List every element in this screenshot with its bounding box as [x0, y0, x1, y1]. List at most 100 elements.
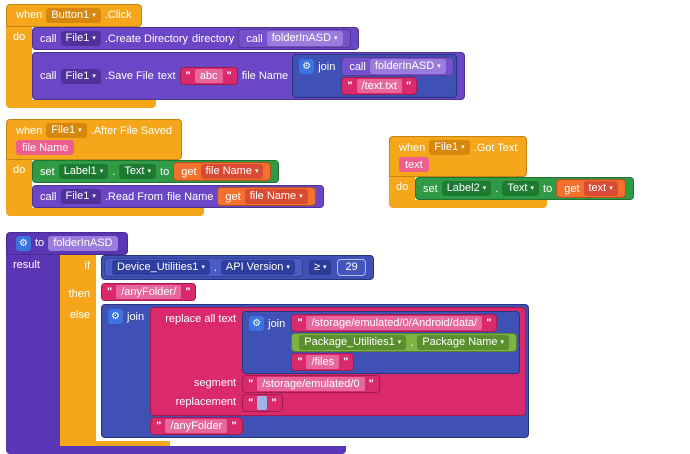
- when-label: when: [16, 124, 43, 137]
- component-dropdown[interactable]: Package_Utilities1: [299, 335, 407, 350]
- component-dropdown[interactable]: Button1: [46, 8, 101, 23]
- join-sockets: call folderInASD /text.txt: [341, 57, 454, 95]
- event-header[interactable]: when File1 .After File Saved file Name: [6, 119, 182, 160]
- do-label: do: [13, 31, 26, 43]
- property-dropdown[interactable]: Text: [502, 181, 540, 196]
- component-dropdown[interactable]: File1: [60, 31, 101, 46]
- text-block[interactable]: [242, 394, 283, 412]
- replace-all-text-block[interactable]: replace all text ⚙ join /st: [150, 307, 527, 416]
- number-block[interactable]: 29: [337, 259, 366, 276]
- get-variable-block[interactable]: get text: [556, 179, 626, 198]
- call-save-file-block[interactable]: call File1 .Save File text abc file Name…: [32, 52, 465, 100]
- set-label2-text-block[interactable]: set Label2 . Text to get text: [415, 177, 634, 200]
- call-read-from-block[interactable]: call File1 .Read From file Name get file…: [32, 185, 324, 208]
- when-label: when: [399, 141, 426, 154]
- text-field[interactable]: /storage/emulated/0: [257, 377, 365, 391]
- text-field[interactable]: /files: [306, 355, 340, 369]
- component-dropdown[interactable]: Label2: [441, 181, 492, 196]
- event-name-label: .After File Saved: [90, 124, 172, 137]
- procedure-header[interactable]: ⚙ to folderInASD: [6, 232, 128, 255]
- text-block[interactable]: /storage/emulated/0: [242, 375, 380, 393]
- to-label: to: [543, 182, 553, 195]
- get-variable-block[interactable]: get file Name: [173, 162, 272, 181]
- text-block[interactable]: /storage/emulated/0/Android/data/: [291, 314, 498, 332]
- component-dropdown[interactable]: Device_Utilities1: [112, 260, 210, 275]
- device-api-version-block[interactable]: Device_Utilities1 . API Version: [104, 258, 303, 277]
- get-variable-block[interactable]: get file Name: [217, 187, 316, 206]
- join-label: join: [268, 317, 286, 330]
- text-block[interactable]: /text.txt: [341, 77, 418, 95]
- text-block[interactable]: /files: [291, 353, 355, 371]
- package-name-property-block[interactable]: Package_Utilities1 . Package Name: [291, 333, 518, 352]
- dot-label: .: [112, 165, 116, 178]
- text-field[interactable]: [257, 396, 268, 410]
- mutator-gear-icon[interactable]: ⚙: [16, 236, 31, 251]
- procedure-name-field[interactable]: folderInASD: [48, 236, 118, 251]
- join-sockets: /storage/emulated/0/Android/data/ Packag…: [291, 314, 518, 371]
- event-param-chip[interactable]: file Name: [16, 140, 75, 155]
- event-header[interactable]: when File1 .Got Text text: [389, 136, 528, 177]
- join-block[interactable]: ⚙ join call folderInASD /text.txt: [292, 54, 457, 98]
- text-field[interactable]: abc: [194, 69, 223, 83]
- procedure-dropdown[interactable]: folderInASD: [369, 59, 446, 74]
- variable-dropdown[interactable]: file Name: [244, 189, 308, 204]
- call-folderinasd-block[interactable]: call folderInASD: [341, 57, 454, 76]
- call-label: call: [40, 32, 57, 45]
- if-label: if: [84, 260, 91, 272]
- event-param-chip[interactable]: text: [399, 157, 429, 172]
- block-foot: [6, 100, 156, 108]
- text-block[interactable]: abc: [179, 67, 238, 85]
- result-spine: result: [6, 255, 60, 446]
- call-folderinasd-block[interactable]: call folderInASD: [238, 29, 351, 48]
- do-label: do: [396, 181, 409, 193]
- text-field[interactable]: /text.txt: [356, 79, 402, 93]
- join-label-area: ⚙ join: [104, 307, 148, 326]
- comparison-block[interactable]: Device_Utilities1 . API Version ≥ 29: [101, 255, 374, 280]
- when-label: when: [16, 9, 43, 21]
- property-dropdown[interactable]: API Version: [220, 260, 295, 275]
- text-field[interactable]: /anyFolder/: [116, 285, 182, 299]
- join-label: join: [127, 310, 145, 323]
- get-label: get: [225, 190, 241, 203]
- join-label-area: ⚙ join: [295, 57, 339, 76]
- event-header[interactable]: when Button1 .Click: [6, 4, 142, 27]
- if-then-else-block[interactable]: if Device_Utilities1 . API Version ≥ 29: [60, 255, 530, 441]
- text-field[interactable]: /storage/emulated/0/Android/data/: [306, 316, 483, 330]
- component-dropdown[interactable]: File1: [429, 140, 470, 155]
- text-field[interactable]: /anyFolder: [165, 419, 228, 433]
- component-dropdown[interactable]: File1: [60, 189, 101, 204]
- operator-dropdown[interactable]: ≥: [308, 260, 332, 275]
- component-dropdown[interactable]: File1: [46, 123, 87, 138]
- set-label1-text-block[interactable]: set Label1 . Text to get file Name: [32, 160, 280, 183]
- event-name-label: .Click: [104, 9, 132, 21]
- method-label: .Read From: [104, 190, 163, 203]
- mutator-gear-icon[interactable]: ⚙: [249, 316, 265, 331]
- get-label: get: [181, 165, 197, 178]
- mutator-gear-icon[interactable]: ⚙: [299, 59, 315, 74]
- mutator-gear-icon[interactable]: ⚙: [108, 309, 123, 324]
- property-dropdown[interactable]: Text: [119, 164, 157, 179]
- procedure-folderinasd-block[interactable]: ⚙ to folderInASD result if Device_Utilit…: [6, 232, 530, 454]
- call-label: call: [246, 32, 263, 45]
- do-spine: do: [6, 160, 32, 208]
- variable-dropdown[interactable]: file Name: [200, 164, 264, 179]
- call-label: call: [40, 190, 57, 203]
- text-block[interactable]: /anyFolder/: [101, 283, 197, 301]
- variable-dropdown[interactable]: text: [583, 181, 618, 196]
- property-dropdown[interactable]: Package Name: [417, 335, 510, 350]
- then-label: then: [68, 288, 90, 300]
- join-block[interactable]: ⚙ join /storage/emulated/0/Android/data/: [242, 311, 521, 374]
- when-file1-after-file-saved-event-block[interactable]: when File1 .After File Saved file Name d…: [6, 119, 324, 216]
- when-button1-click-event-block[interactable]: when Button1 .Click do call File1 .Creat…: [6, 4, 465, 108]
- text-block[interactable]: /anyFolder: [150, 417, 243, 435]
- component-dropdown[interactable]: Label1: [58, 164, 109, 179]
- arg-label: file Name: [241, 70, 289, 82]
- join-block[interactable]: ⚙ join replace all text ⚙: [101, 304, 530, 438]
- component-dropdown[interactable]: File1: [60, 68, 101, 84]
- to-label: to: [160, 165, 170, 178]
- when-file1-got-text-event-block[interactable]: when File1 .Got Text text do set Label2 …: [389, 136, 634, 208]
- procedure-dropdown[interactable]: folderInASD: [266, 31, 343, 46]
- call-create-directory-block[interactable]: call File1 .Create Directory directory c…: [32, 27, 359, 50]
- arg-label: text: [157, 70, 176, 82]
